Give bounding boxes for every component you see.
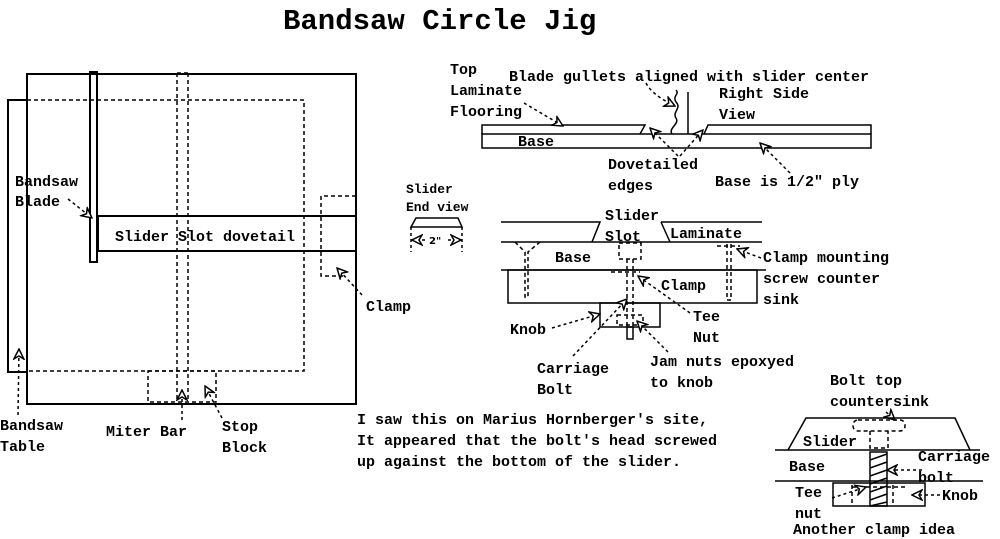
tee-nut-label-2: Nut [693, 330, 720, 347]
top-view: Slider Slot dovetail Bandsaw Blade Bands… [0, 71, 411, 457]
slider-width-dimension: 2" [429, 236, 441, 247]
clamp-section: Slider Slot Laminate Base Clamp Clamp mo… [501, 208, 889, 399]
dovetailed-label-1: Dovetailed [608, 157, 698, 174]
page-title: Bandsaw Circle Jig [283, 5, 596, 38]
alt-bolt-head [852, 419, 906, 432]
right-side-view-label-2: View [719, 107, 755, 124]
cs-screw-right [726, 244, 732, 301]
cs-bolt-end [626, 326, 634, 340]
dovetailed-label-2: edges [608, 178, 653, 195]
note-line-1: I saw this on Marius Hornberger's site, [357, 412, 708, 429]
clamp-arrow [337, 268, 363, 296]
cs-knob [599, 302, 661, 328]
jam-nuts-label-2: to knob [650, 375, 713, 392]
blade-gullets-label: Blade gullets aligned with slider center [509, 69, 869, 86]
stop-block-label-1: Stop [222, 419, 258, 436]
cs-slider-label: Slider [605, 208, 659, 225]
alt-bolt-threads [869, 453, 888, 507]
alt-slider-shape [787, 417, 971, 451]
alt-carriage-bolt-label-1: Carriage [918, 449, 990, 466]
note-line-3: up against the bottom of the slider. [357, 454, 681, 471]
top-laminate-arrow [523, 102, 563, 126]
clamp-mounting-arrow [737, 249, 762, 259]
jam-nuts-arrow [637, 321, 669, 353]
miter-bar-label: Miter Bar [106, 424, 187, 441]
rsv-base [481, 133, 872, 149]
stop-block [147, 370, 217, 403]
top-laminate-label-1: Top [450, 62, 477, 79]
rsv-laminate-right [703, 124, 872, 135]
cs-laminate-left [501, 221, 602, 243]
bandsaw-blade-label-2: Blade [15, 194, 60, 211]
rsv-blade-gullets [670, 89, 679, 135]
dovetail-arrow-left [650, 128, 679, 157]
alt-knob-label: Knob [942, 488, 978, 505]
tee-nut-label-1: Tee [693, 309, 720, 326]
cs-bolt-head [618, 242, 642, 260]
cs-base-label: Base [555, 250, 591, 267]
note-line-2: It appeared that the bolt's head screwed [357, 433, 717, 450]
alt-knob [832, 482, 926, 507]
bandsaw-table-edge [7, 99, 27, 373]
bandsaw-table-label-1: Bandsaw [0, 418, 63, 435]
top-laminate-label-2: Laminate [450, 83, 522, 100]
right-side-view-label-1: Right Side [719, 86, 809, 103]
carriage-bolt-arrow [572, 299, 627, 357]
stop-block-arrow [205, 386, 223, 419]
clamp-mounting-label-1: Clamp mounting [763, 250, 889, 267]
slider-end-view-label-2: End view [406, 200, 469, 215]
bolt-top-label-1: Bolt top [830, 373, 902, 390]
note-text: I saw this on Marius Hornberger's site, … [357, 412, 717, 471]
jam-nuts-label-1: Jam nuts epoxyed [650, 354, 794, 371]
cs-clamp-label: Clamp [661, 278, 706, 295]
rsv-laminate-left [481, 124, 647, 135]
right-side-view: Top Laminate Flooring Blade gullets alig… [450, 62, 872, 195]
alt-carriage-bolt-label-2: bolt [918, 470, 954, 487]
bolt-top-arrow [886, 412, 895, 420]
bandsaw-blade [89, 71, 98, 263]
tee-nut-arrow [638, 276, 691, 314]
slider-end-view: Slider End view 2" [406, 182, 469, 252]
base-ply-arrow [760, 143, 791, 174]
cs-laminate-label: Laminate [670, 226, 742, 243]
slider-slot [97, 215, 357, 252]
alt-clamp-caption: Another clamp idea [793, 522, 955, 539]
slider-end-shape [409, 217, 464, 228]
alt-bolt-shaft [869, 451, 888, 507]
alt-base-label: Base [789, 459, 825, 476]
bandsaw-blade-label-1: Bandsaw [15, 174, 78, 191]
clamp-outline [320, 195, 356, 277]
base-ply-label: Base is 1/2" ply [715, 174, 859, 191]
alt-tee-nut-arrow [831, 487, 866, 499]
blade-gullets-arrow [645, 82, 675, 106]
alt-tee-nut-label-2: nut [795, 506, 822, 523]
slider-slot-label: Slider Slot dovetail [115, 229, 295, 246]
alt-tee-nut-label-1: Tee [795, 485, 822, 502]
cs-jam-nuts [616, 314, 644, 326]
bandsaw-table-label-2: Table [0, 439, 45, 456]
clamp-mounting-label-3: sink [763, 292, 799, 309]
slider-end-view-label-1: Slider [406, 182, 453, 197]
stop-block-label-2: Block [222, 440, 267, 457]
cs-knob-label: Knob [510, 322, 546, 339]
bandsaw-table-arrow [18, 349, 19, 416]
carriage-bolt-label-1: Carriage [537, 361, 609, 378]
bolt-top-label-2: countersink [830, 394, 929, 411]
cs-knob-arrow [551, 314, 600, 329]
rsv-base-label: Base [518, 134, 554, 151]
bandsaw-blade-arrow [67, 198, 92, 218]
alt-clamp-view: Bolt top countersink Slider Base Carriag… [775, 373, 990, 539]
alt-slider-label: Slider [803, 434, 857, 451]
clamp-label: Clamp [366, 299, 411, 316]
carriage-bolt-label-2: Bolt [537, 382, 573, 399]
clamp-mounting-label-2: screw counter [763, 271, 880, 288]
top-laminate-label-3: Flooring [450, 104, 522, 121]
cs-slot-label: Slot [605, 229, 641, 246]
